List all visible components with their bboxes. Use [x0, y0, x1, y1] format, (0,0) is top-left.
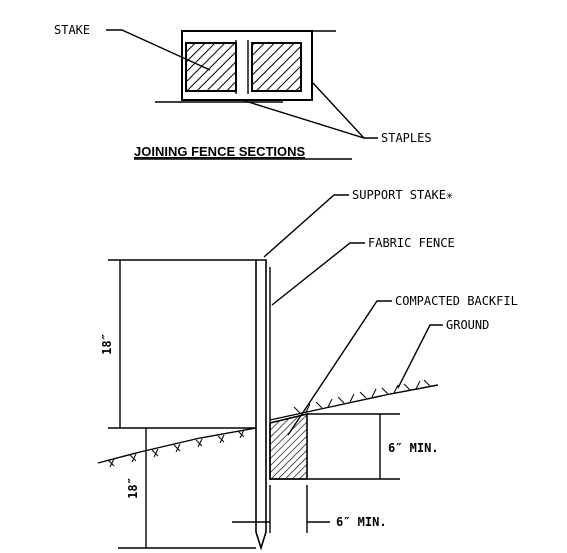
staples-leader-1: [241, 99, 378, 139]
trench-width-dim: 6″ MIN.: [336, 515, 387, 529]
stake-label: STAKE: [54, 23, 90, 37]
stake-section-right: [251, 42, 302, 92]
support-stake-label: SUPPORT STAKE✳: [352, 188, 453, 202]
joining-title: JOINING FENCE SECTIONS: [134, 144, 306, 159]
ground-leader: [397, 324, 443, 389]
ground-line-left: [97, 427, 257, 464]
staples-label: STAPLES: [381, 131, 432, 145]
staples-leader-2: [311, 81, 365, 139]
fabric-fence-label: FABRIC FENCE: [368, 236, 455, 250]
fence-cross-section: 18″ 18″ 6″ MIN. 6″ MIN. SUPPORT STAKE✳ F…: [97, 188, 518, 551]
ground-label: GROUND: [446, 318, 489, 332]
stake-section-left: [185, 42, 237, 92]
joining-sections-detail: STAKE STAPLES JOINING FENCE SECTIONS: [54, 23, 432, 160]
compacted-backfill-label: COMPACTED BACKFIL: [395, 294, 518, 308]
backfill-leader: [287, 300, 392, 436]
stake-embed-dim: 18″: [126, 477, 140, 499]
ground-hatch-left: [107, 429, 245, 468]
stake-leader: [106, 29, 211, 71]
trench-depth-dim: 6″ MIN.: [388, 441, 439, 455]
support-stake: [255, 259, 267, 551]
support-stake-leader: [263, 194, 349, 258]
fabric-fence-leader: [271, 242, 365, 306]
fence-height-dim: 18″: [100, 333, 114, 355]
compacted-backfill-area: [269, 412, 308, 480]
ground-line-right: [269, 384, 439, 421]
ground-hatch-right: [293, 379, 431, 414]
